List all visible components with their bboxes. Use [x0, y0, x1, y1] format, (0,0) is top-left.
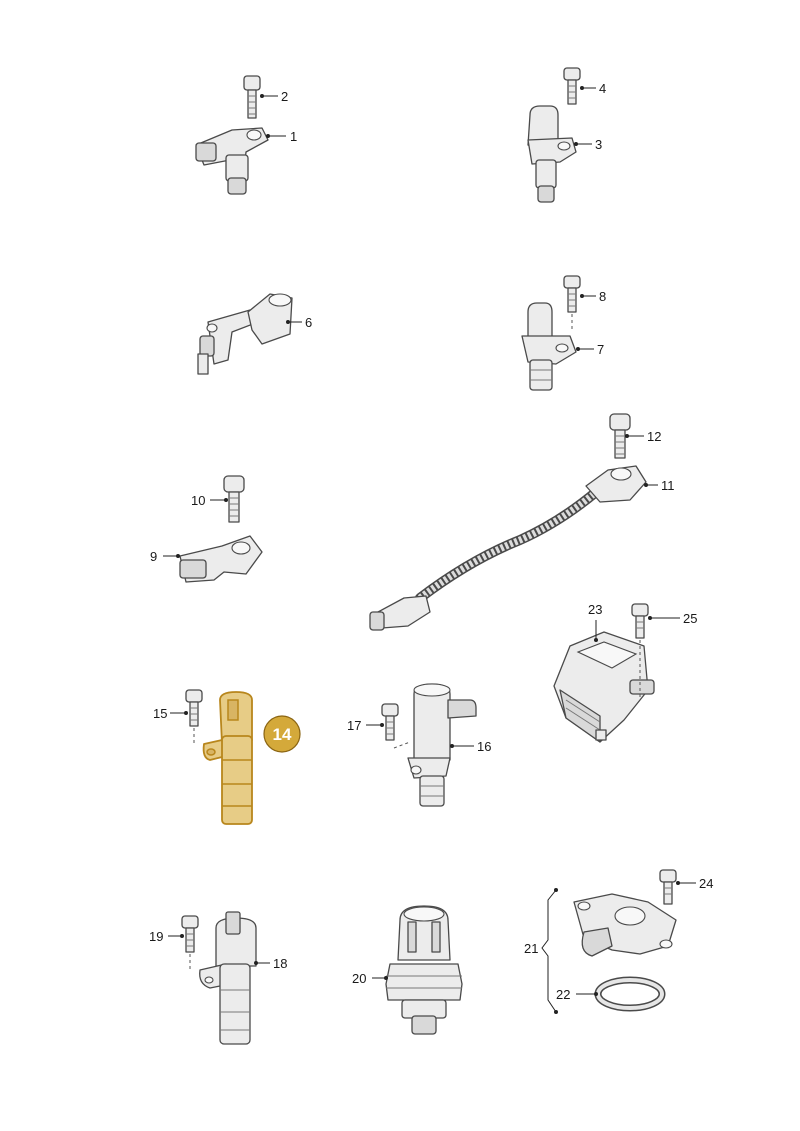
callout-2: 2: [260, 89, 288, 104]
part-16-solenoid-valve: [407, 683, 477, 807]
callout-8: 8: [580, 289, 606, 304]
bracket-21-22: [541, 888, 558, 1014]
callout-23: 24: [676, 876, 713, 891]
callout-23-label: 24: [699, 876, 713, 891]
part-23-bolt: [659, 869, 677, 905]
callout-9-label: 9: [150, 549, 157, 564]
callout-15-label: 15: [153, 706, 167, 721]
callout-17: 17: [347, 718, 384, 733]
part-14-solenoid-valve: [202, 691, 253, 825]
callout-9: 9: [150, 549, 180, 564]
callout-10-label: 10: [191, 493, 205, 508]
part-18-solenoid-valve: [199, 911, 257, 1045]
callout-25: 25: [648, 611, 697, 626]
part-4-bolt: [563, 67, 581, 105]
callout-22: 22: [556, 987, 598, 1002]
part-12-bolt: [609, 413, 631, 459]
callout-24: 23: [588, 602, 602, 617]
callout-19: 19: [149, 929, 184, 944]
callout-15: 15: [153, 706, 188, 721]
part-22-seal-ring: [594, 976, 666, 1012]
callout-2-label: 2: [281, 89, 288, 104]
part-10-bolt: [223, 475, 245, 523]
callout-1-label: 1: [290, 129, 297, 144]
part-3-sensor: [527, 105, 577, 203]
part-15-bolt: [185, 689, 203, 744]
part-11-knock-sensor-cable: [369, 465, 647, 631]
callout-7-label: 7: [597, 342, 604, 357]
callout-20-label: 20: [352, 971, 366, 986]
callout-8-label: 8: [599, 289, 606, 304]
callout-16-label: 16: [477, 739, 491, 754]
part-21-pressure-sensor: [573, 893, 677, 957]
part-1-sensor: [195, 127, 269, 195]
part-8-bolt: [563, 275, 581, 330]
part-25-bolt: [631, 603, 649, 700]
part-2-bolt: [243, 75, 261, 119]
callout-17-label: 17: [347, 718, 361, 733]
callout-14-badge: 14: [263, 715, 301, 753]
callout-16: 16: [450, 739, 491, 754]
callout-22-label: 22: [556, 987, 570, 1002]
callout-19-label: 19: [149, 929, 163, 944]
part-19-bolt: [181, 915, 199, 970]
callout-18-label: 18: [273, 956, 287, 971]
callout-7: 7: [576, 342, 604, 357]
callout-12: 12: [625, 429, 661, 444]
callout-11: 11: [644, 478, 675, 493]
callout-3: 3: [574, 137, 602, 152]
part-9-knock-sensor: [179, 535, 263, 583]
callout-4: 4: [580, 81, 606, 96]
callout-21: 21: [524, 941, 538, 956]
callout-25-label: 25: [683, 611, 697, 626]
part-20-pressure-switch: [385, 905, 463, 1035]
part-17-bolt: [381, 703, 411, 749]
part-6-sensor: [197, 293, 293, 375]
callout-24-label: 23: [588, 602, 602, 617]
callout-1: 1: [266, 129, 297, 144]
callout-21-label: 21: [524, 941, 538, 956]
callout-6-label: 6: [305, 315, 312, 330]
callout-11-label: 11: [661, 478, 675, 493]
callout-4-label: 4: [599, 81, 606, 96]
part-7-sensor: [521, 302, 577, 391]
callout-3-label: 3: [595, 137, 602, 152]
callout-20: 20: [352, 971, 388, 986]
callout-10: 10: [191, 493, 228, 508]
callout-18: 18: [254, 956, 287, 971]
callout-14-label: 14: [273, 725, 292, 744]
callout-6: 6: [286, 315, 312, 330]
part-24-sensor-module: [553, 620, 655, 743]
callout-12-label: 12: [647, 429, 661, 444]
